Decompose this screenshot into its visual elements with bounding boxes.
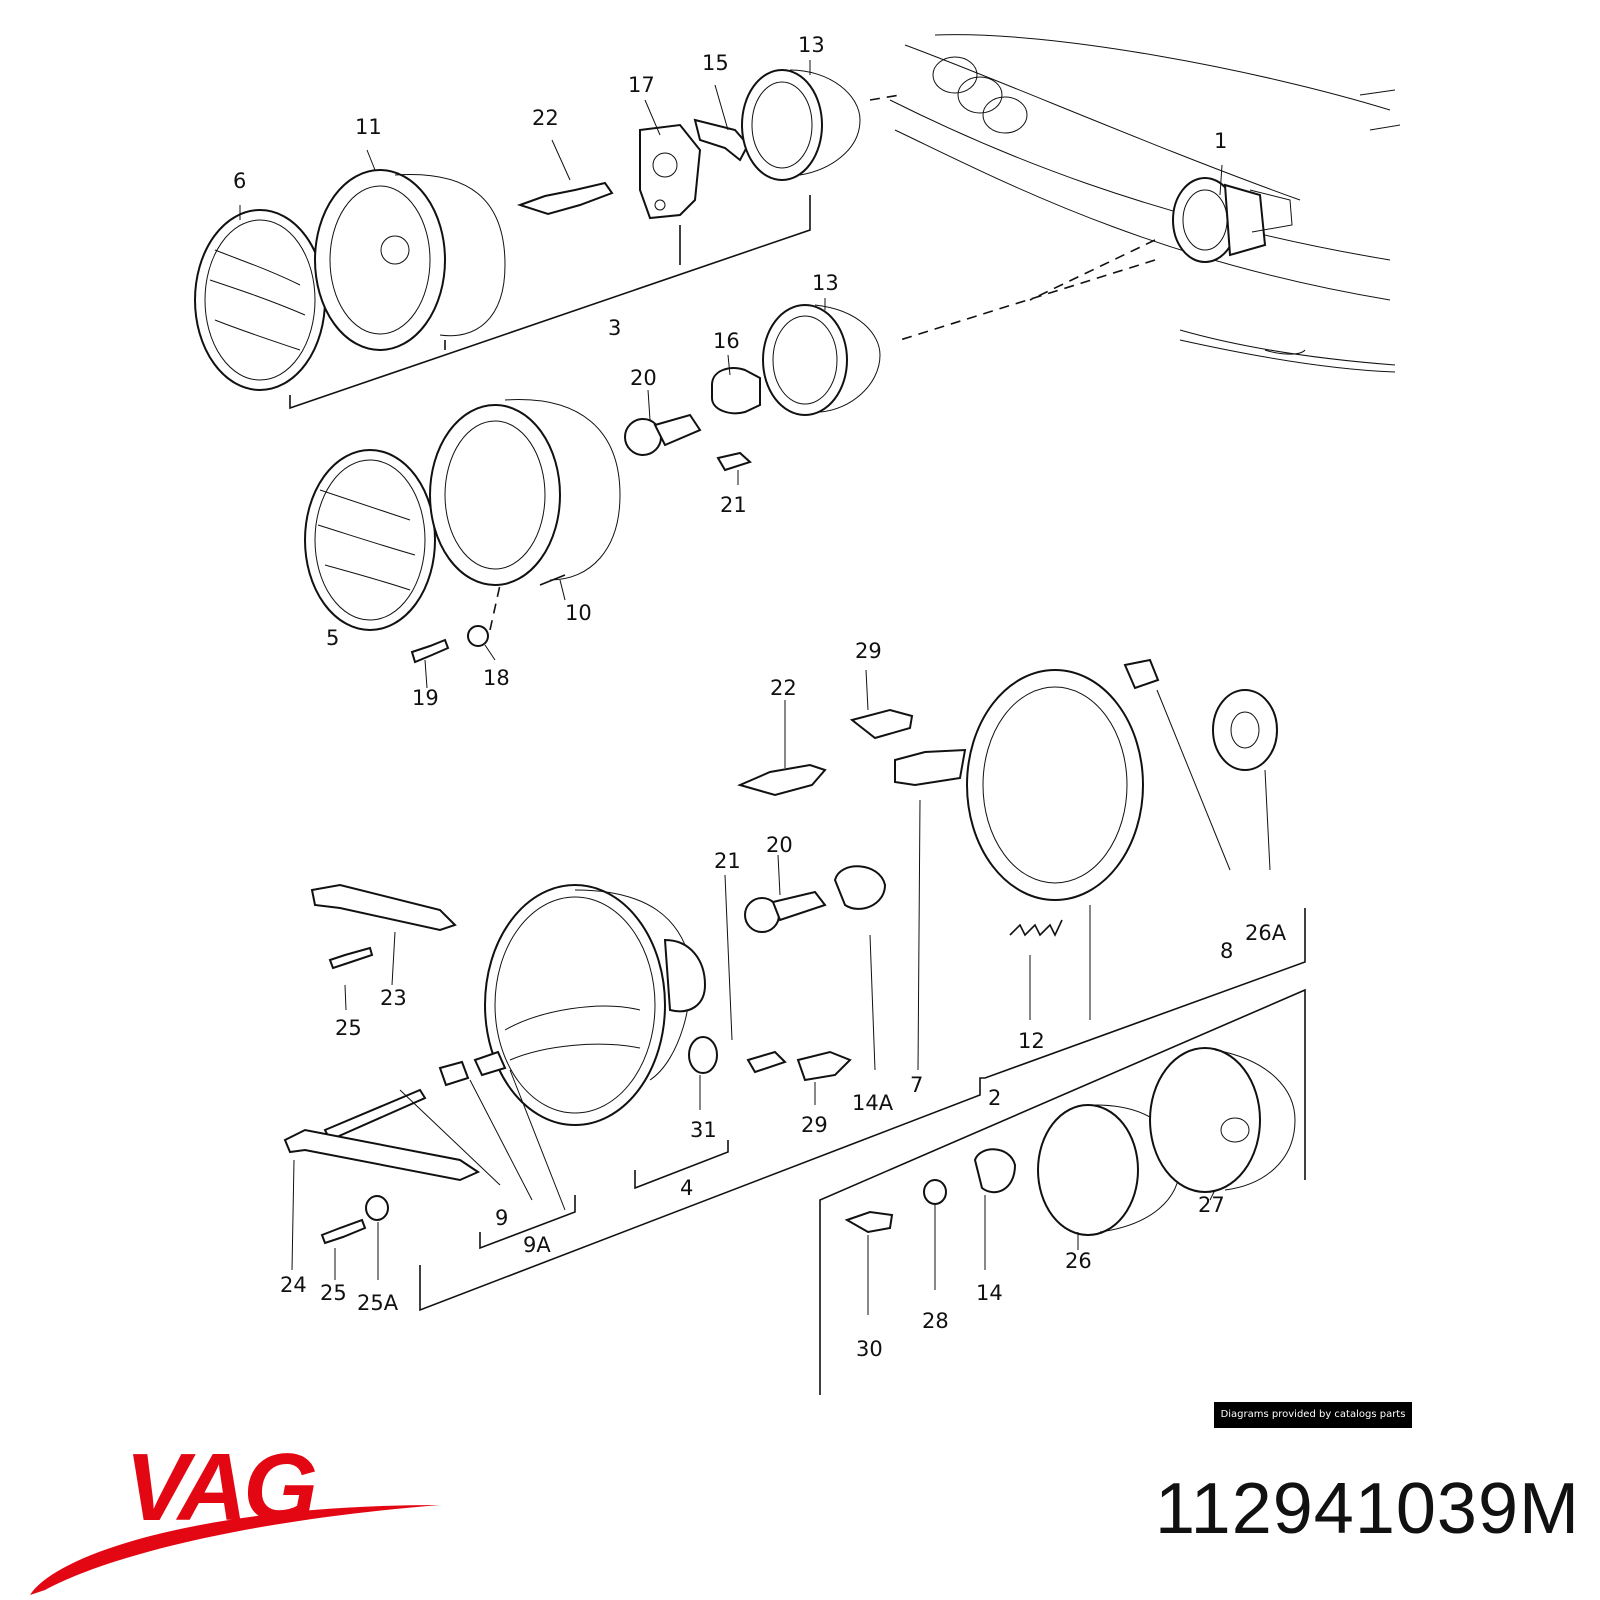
callout-25-lower: 25 xyxy=(320,1281,347,1305)
logo-text: VAG xyxy=(125,1440,315,1541)
socket-14 xyxy=(973,1148,1017,1194)
bulb-21-upper xyxy=(716,451,752,472)
callout-27: 27 xyxy=(1198,1193,1225,1217)
screw-25-upper xyxy=(328,946,374,970)
callout-26: 26 xyxy=(1065,1249,1092,1273)
callout-14a: 14A xyxy=(852,1091,894,1115)
holder-14a xyxy=(833,865,887,910)
boot-26 xyxy=(1037,1104,1139,1236)
callout-25-upper: 25 xyxy=(335,1016,362,1040)
callout-24: 24 xyxy=(280,1273,307,1297)
callout-11: 11 xyxy=(355,115,382,139)
callout-labels: 1 2 3 4 5 6 7 8 9 9A 10 11 12 13 13 14 1… xyxy=(233,33,1287,1361)
bulb-22-upper xyxy=(516,181,614,216)
callout-13-top: 13 xyxy=(798,33,825,57)
boot-13-lower xyxy=(762,304,848,416)
callout-17: 17 xyxy=(628,73,655,97)
bulb-22-lower xyxy=(737,763,827,797)
callout-9a: 9A xyxy=(523,1233,551,1257)
cap-26a xyxy=(1212,689,1278,771)
socket-16 xyxy=(711,367,761,415)
callout-14: 14 xyxy=(976,1281,1003,1305)
callout-31: 31 xyxy=(690,1118,717,1142)
holder-17 xyxy=(639,123,702,220)
connector-7 xyxy=(894,748,967,787)
callout-6: 6 xyxy=(233,169,246,193)
callout-16: 16 xyxy=(713,329,740,353)
callout-4: 4 xyxy=(680,1176,693,1200)
part-number: 112941039M xyxy=(1154,1469,1580,1549)
bracket-23 xyxy=(310,883,457,932)
callout-26a: 26A xyxy=(1245,921,1287,945)
callout-13-mid: 13 xyxy=(812,271,839,295)
callout-21-top: 21 xyxy=(720,493,747,517)
callout-19: 19 xyxy=(412,686,439,710)
washer-25a xyxy=(365,1195,389,1221)
leader-dash-1 xyxy=(1029,239,1156,301)
callout-1: 1 xyxy=(1214,129,1227,153)
callout-9: 9 xyxy=(495,1206,508,1230)
nut-9a xyxy=(438,1060,470,1087)
callout-15: 15 xyxy=(702,51,729,75)
leader-dash-3 xyxy=(869,94,901,101)
housing-11 xyxy=(314,169,446,351)
callout-3: 3 xyxy=(608,316,621,340)
screw-19 xyxy=(410,638,450,664)
boot-13-upper xyxy=(741,69,823,181)
leader-dash-2 xyxy=(899,259,1156,341)
callout-29-bottom: 29 xyxy=(801,1113,828,1137)
callout-18: 18 xyxy=(483,666,510,690)
callout-30: 30 xyxy=(856,1337,883,1361)
nut-18 xyxy=(467,625,489,647)
upper-assembly xyxy=(194,69,861,410)
spring xyxy=(1009,919,1063,937)
grommet-28 xyxy=(923,1179,947,1205)
car-front-illustration xyxy=(889,34,1401,373)
bracket-24 xyxy=(283,1128,481,1182)
callout-25a: 25A xyxy=(357,1291,399,1315)
callout-22-top: 22 xyxy=(532,106,559,130)
housing-10 xyxy=(429,404,561,586)
callout-21-bottom: 21 xyxy=(714,849,741,873)
contact-15 xyxy=(693,118,750,162)
screw-25-lower xyxy=(320,1218,367,1245)
grommet-31 xyxy=(688,1036,718,1074)
clip-8 xyxy=(1123,658,1160,690)
ring-12 xyxy=(966,669,1144,901)
callout-29-top: 29 xyxy=(855,639,882,663)
lens-5 xyxy=(304,449,436,631)
callout-7: 7 xyxy=(910,1073,923,1097)
headlamp-4 xyxy=(484,884,666,1126)
callout-23: 23 xyxy=(380,986,407,1010)
diagram-credit-badge: Diagrams provided by catalogs parts xyxy=(1214,1402,1412,1428)
callout-20-bottom: 20 xyxy=(766,833,793,857)
cap-27 xyxy=(1149,1047,1261,1193)
lens-6 xyxy=(194,209,326,391)
callout-10: 10 xyxy=(565,601,592,625)
logo-swoosh xyxy=(30,1505,440,1595)
callout-20-top: 20 xyxy=(630,366,657,390)
vag-logo: VAG xyxy=(30,1440,440,1595)
callout-28: 28 xyxy=(922,1309,949,1333)
bulb-29-upper xyxy=(849,708,914,740)
callout-2: 2 xyxy=(988,1086,1001,1110)
callout-12: 12 xyxy=(1018,1029,1045,1053)
bulb-29-lower xyxy=(796,1050,852,1082)
bulb-21-lower xyxy=(746,1050,787,1074)
middle-assembly xyxy=(304,304,881,664)
bulb-30 xyxy=(844,1210,894,1234)
adjust-screw-9 xyxy=(323,1088,427,1142)
callout-5: 5 xyxy=(326,626,339,650)
callout-8: 8 xyxy=(1220,939,1233,963)
callout-22-bottom: 22 xyxy=(770,676,797,700)
leader-lines xyxy=(239,60,1271,1315)
lower-assembly xyxy=(283,658,1306,1395)
